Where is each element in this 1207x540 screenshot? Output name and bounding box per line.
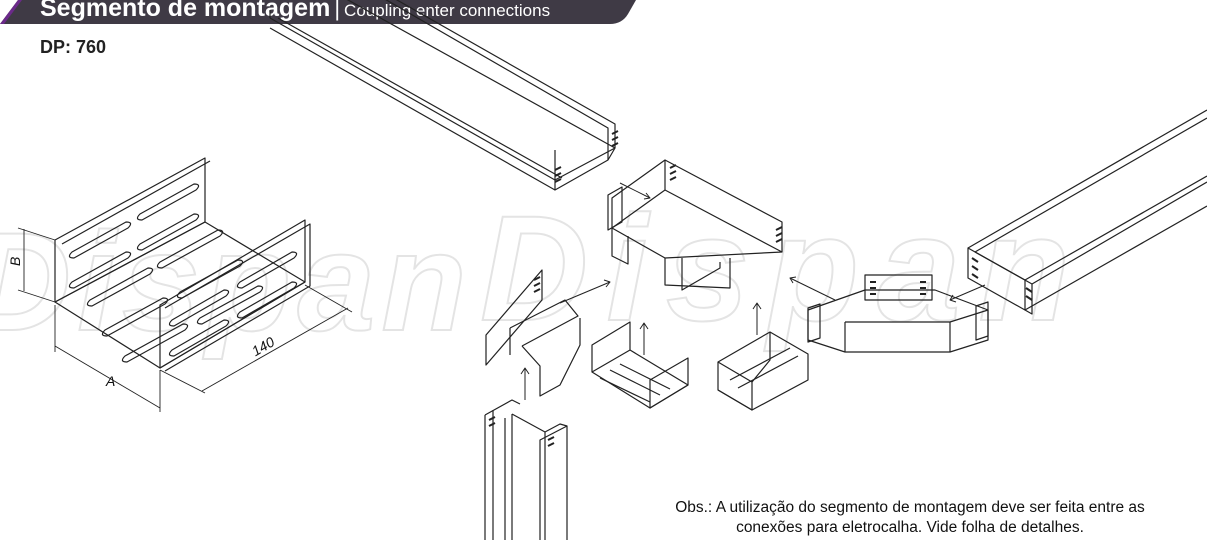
watermark-center: Dispan (480, 184, 1088, 352)
watermark-left: Dispan (0, 203, 473, 360)
slots-floor (86, 229, 264, 363)
perforated-elbow-left (591, 321, 689, 409)
dimension-label-a: A (105, 373, 115, 389)
cable-tray-vertical (484, 399, 568, 540)
dimension-label-b: B (7, 257, 23, 266)
tee-connection (807, 274, 989, 353)
dimension-lines (17, 227, 353, 412)
cable-tray-right (967, 109, 1207, 315)
cable-tray-top (269, 0, 616, 191)
note-line-2: conexões para eletrocalha. Vide folha de… (736, 519, 1084, 536)
bend-connection (485, 269, 581, 397)
slots-front-wall (168, 251, 298, 357)
cross-connection (607, 159, 783, 291)
slots-back-wall (68, 183, 200, 289)
note-line-1: Obs.: A utilização do segmento de montag… (675, 499, 1145, 516)
perforated-elbow-right (717, 331, 809, 411)
header-title: Segmento de montagem (40, 0, 331, 22)
installation-note: Obs.: A utilização do segmento de montag… (620, 498, 1200, 538)
product-code: DP: 760 (40, 37, 107, 57)
fixing-slots (488, 130, 1033, 447)
header-separator: | (334, 0, 341, 21)
coupling-segment-drawing (54, 157, 311, 372)
header-tab-shape (0, 0, 636, 24)
assembly-arrows (520, 182, 986, 400)
